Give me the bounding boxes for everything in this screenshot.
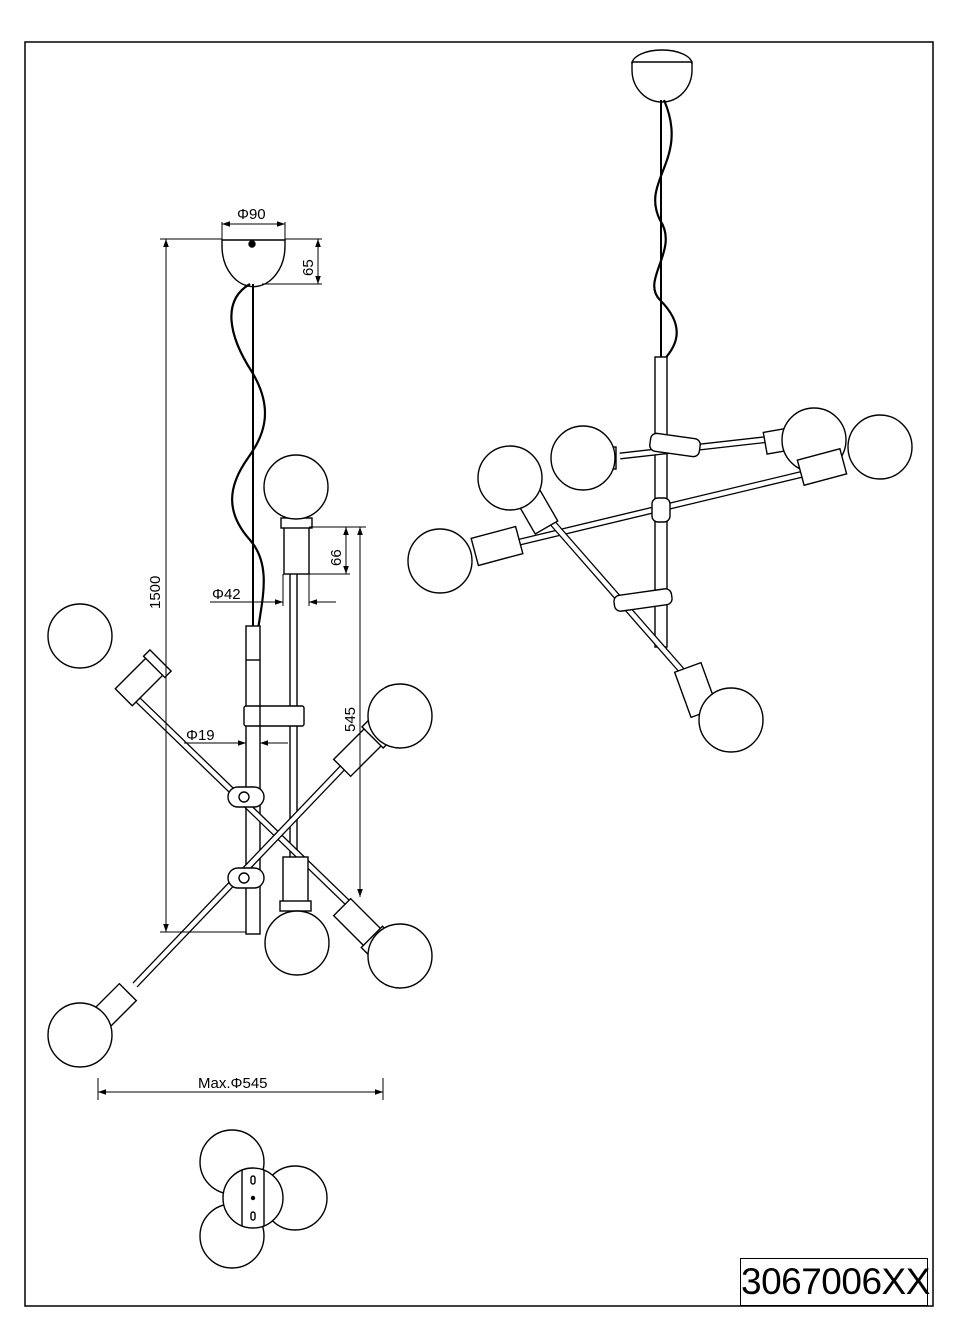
bulb [550,425,616,491]
bulb [264,910,330,976]
power-cable [230,283,267,631]
lamp-socket [796,447,848,487]
drawing-frame [24,41,934,1307]
dim-canopy-diameter: Φ90 [237,206,266,223]
bulb [367,683,433,749]
dim-socket-height: 66 [328,549,345,566]
arm-clamp [613,588,673,612]
canopy [631,61,693,103]
product-code: 3067006XX [740,1258,930,1306]
bulb [263,454,329,520]
canopy-screw [248,240,256,248]
lamp-socket [282,856,309,904]
dim-arm-span: 545 [342,707,359,732]
bulb [367,923,433,989]
front-view [47,239,433,1068]
canopy [221,239,286,288]
dim-tube-diameter: Φ19 [186,727,215,744]
dimension-lines [97,221,384,1100]
dim-socket-diameter: Φ42 [212,586,241,603]
bulb [47,1002,113,1068]
lamp-socket [283,525,310,575]
bulb [847,414,913,480]
arm-clamp [243,705,305,727]
hub-joint [649,432,701,458]
hub-joint [651,497,671,523]
power-cable [653,99,678,361]
dim-max-diameter: Max.Φ545 [198,1075,268,1092]
lamp-socket [470,525,524,567]
perspective-view [407,49,913,753]
bulb [698,687,764,753]
bulb [407,528,473,594]
bulb [477,445,543,511]
dim-overall-height: 1500 [147,576,164,609]
top-view [199,1129,328,1269]
dim-canopy-height: 65 [300,259,317,276]
bulb [47,603,113,669]
